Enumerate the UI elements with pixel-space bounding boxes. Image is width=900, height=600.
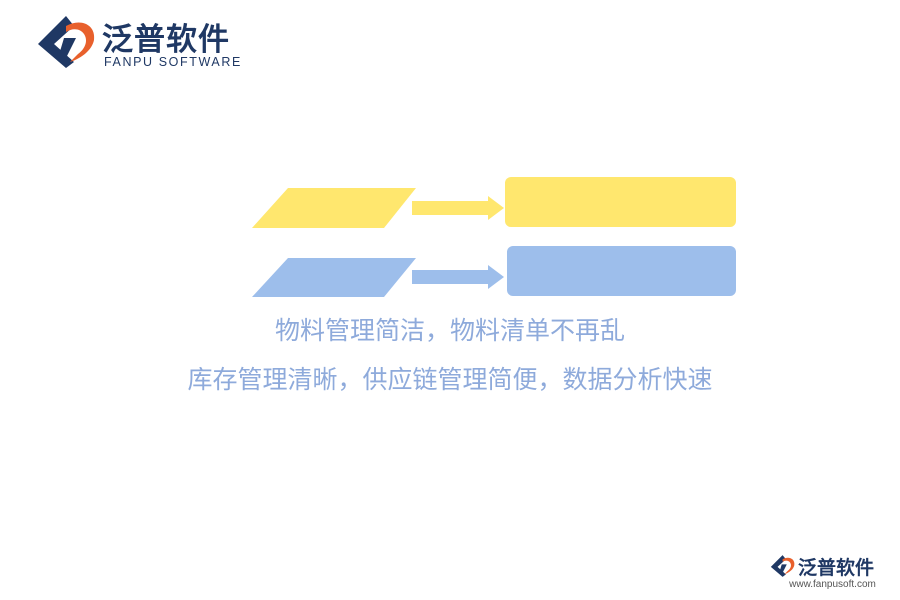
blue-box bbox=[507, 246, 736, 296]
yellow-arrow bbox=[412, 196, 504, 220]
watermark-brand-name: 泛普软件 bbox=[798, 557, 875, 579]
blue-parallelogram bbox=[252, 258, 416, 297]
watermark-url: www.fanpusoft.com bbox=[789, 579, 876, 590]
brand-logo: 泛普软件 FANPU SOFTWARE bbox=[36, 12, 266, 74]
fanpu-small-logo-icon bbox=[770, 555, 795, 577]
fanpu-logo-icon bbox=[38, 16, 95, 68]
caption-line-2: 库存管理清晰，供应链管理简便，数据分析快速 bbox=[187, 365, 713, 394]
yellow-box bbox=[505, 177, 736, 227]
brand-name: 泛普软件 bbox=[102, 22, 230, 58]
brand-subtitle: FANPU SOFTWARE bbox=[104, 55, 242, 69]
blue-arrow bbox=[412, 265, 504, 289]
caption-line-1: 物料管理简洁，物料清单不再乱 bbox=[274, 316, 625, 345]
watermark-logo: 泛普软件 www.fanpusoft.com bbox=[770, 552, 895, 596]
yellow-parallelogram bbox=[252, 188, 416, 228]
